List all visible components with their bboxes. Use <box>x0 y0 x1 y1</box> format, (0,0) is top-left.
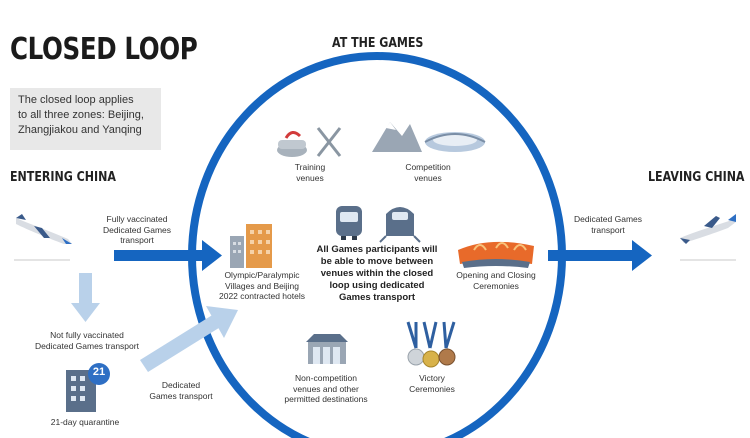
info-line: Zhangjiakou and Yanqing <box>18 124 142 136</box>
down-arrow <box>71 273 100 322</box>
entry-arrow <box>114 240 222 271</box>
label-line: Victory <box>419 373 445 383</box>
victory-medals-icon <box>406 321 456 368</box>
victory-ceremonies-label: Victory Ceremonies <box>400 373 464 394</box>
leaving-transport-label: Dedicated Games transport <box>563 214 653 235</box>
plane-leaving-icon <box>680 214 736 261</box>
train-icon <box>379 207 421 243</box>
label-line: Non-competition <box>295 373 357 383</box>
opening-ceremony-icon <box>458 241 534 268</box>
center-line: venues within the closed <box>320 268 434 279</box>
label-line: venues <box>414 172 442 183</box>
quarantine-hotel-icon <box>66 363 110 412</box>
non-competition-icon <box>306 334 348 364</box>
bus-icon <box>336 206 362 240</box>
at-the-games-heading: AT THE GAMES <box>332 36 424 51</box>
label-line: Ceremonies <box>409 383 455 394</box>
label-line: transport <box>591 224 625 235</box>
villages-hotels-icon <box>230 224 272 268</box>
label-line: Dedicated Games transport <box>35 340 139 351</box>
label-line: Fully vaccinated <box>106 214 168 224</box>
center-description: All Games participants will be able to m… <box>302 244 452 304</box>
center-line: Games transport <box>338 292 416 303</box>
quarantine-label: 21-day quarantine <box>50 417 120 427</box>
leaving-china-heading: LEAVING CHINA <box>648 170 745 185</box>
info-line: to all three zones: Beijing, <box>18 109 144 121</box>
page-title: CLOSED LOOP <box>10 32 198 67</box>
label-line: permitted destinations <box>284 394 368 404</box>
not-vaccinated-label: Not fully vaccinated Dedicated Games tra… <box>22 330 152 351</box>
exit-arrow <box>548 240 652 271</box>
plane-entering-icon <box>14 214 72 261</box>
info-line: The closed loop applies <box>18 94 134 106</box>
label-line: Not fully vaccinated <box>50 330 124 340</box>
center-line: loop using dedicated <box>329 280 425 291</box>
training-venues-icon <box>277 127 342 157</box>
label-line: Games transport <box>149 390 213 401</box>
label-line: Competition <box>405 162 451 172</box>
label-line: venues and other <box>293 383 359 394</box>
villages-label: Olympic/Paralympic Villages and Beijing … <box>212 270 312 302</box>
label-line: Dedicated Games <box>102 224 172 235</box>
label-line: Villages and Beijing <box>224 280 300 291</box>
label-line: venues <box>296 172 324 183</box>
entering-china-heading: ENTERING CHINA <box>10 170 116 185</box>
info-box: The closed loop applies to all three zon… <box>10 88 161 150</box>
center-line: be able to move between <box>320 256 434 267</box>
competition-venues-label: Competition venues <box>398 162 458 183</box>
label-line: Opening and Closing <box>456 270 536 280</box>
label-line: Olympic/Paralympic <box>224 270 300 280</box>
training-venues-label: Training venues <box>280 162 340 183</box>
label-line: transport <box>120 235 154 245</box>
fully-vaccinated-label: Fully vaccinated Dedicated Games transpo… <box>92 214 182 246</box>
diagonal-arrow <box>140 306 238 372</box>
center-line: All Games participants will <box>316 244 438 255</box>
opening-closing-label: Opening and Closing Ceremonies <box>446 270 546 291</box>
label-line: Training <box>294 162 326 172</box>
label-line: Dedicated Games <box>573 214 643 224</box>
quarantine-badge: 21 <box>92 366 106 378</box>
competition-venues-icon <box>372 122 486 152</box>
label-line: Dedicated <box>161 380 201 390</box>
dedicated-transport-label: Dedicated Games transport <box>136 380 226 401</box>
non-competition-label: Non-competition venues and other permitt… <box>274 373 378 405</box>
label-line: 2022 contracted hotels <box>218 291 305 301</box>
label-line: Ceremonies <box>473 280 519 291</box>
